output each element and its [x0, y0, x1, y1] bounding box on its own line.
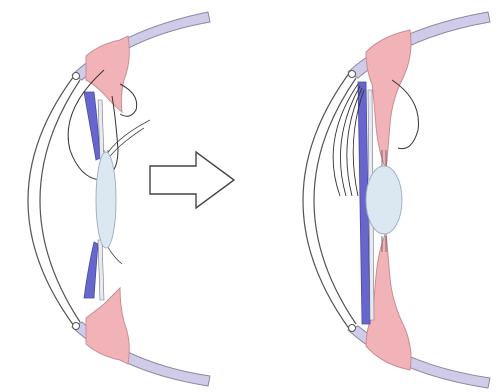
eye-panel-distance: [28, 12, 210, 386]
ciliary-process-fan-1: [333, 84, 358, 196]
iris-lower: [84, 242, 98, 298]
iris-upper: [84, 92, 100, 160]
lens-thin: [96, 152, 116, 248]
cornea-inner: [40, 80, 80, 322]
limbus-lower: [73, 323, 80, 330]
ciliary-muscle-lower: [86, 288, 129, 364]
cornea-outer: [28, 76, 74, 326]
cornea-inner: [314, 78, 356, 324]
eye-panel-near: [303, 12, 490, 388]
right-arrow-icon: [150, 152, 234, 208]
limbus-upper: [349, 71, 356, 78]
lens-thick: [366, 166, 402, 234]
iris-root-lower: [98, 240, 104, 300]
limbus-upper: [73, 73, 80, 80]
ciliary-process-fan-2: [340, 86, 360, 196]
limbus-lower: [349, 325, 356, 332]
